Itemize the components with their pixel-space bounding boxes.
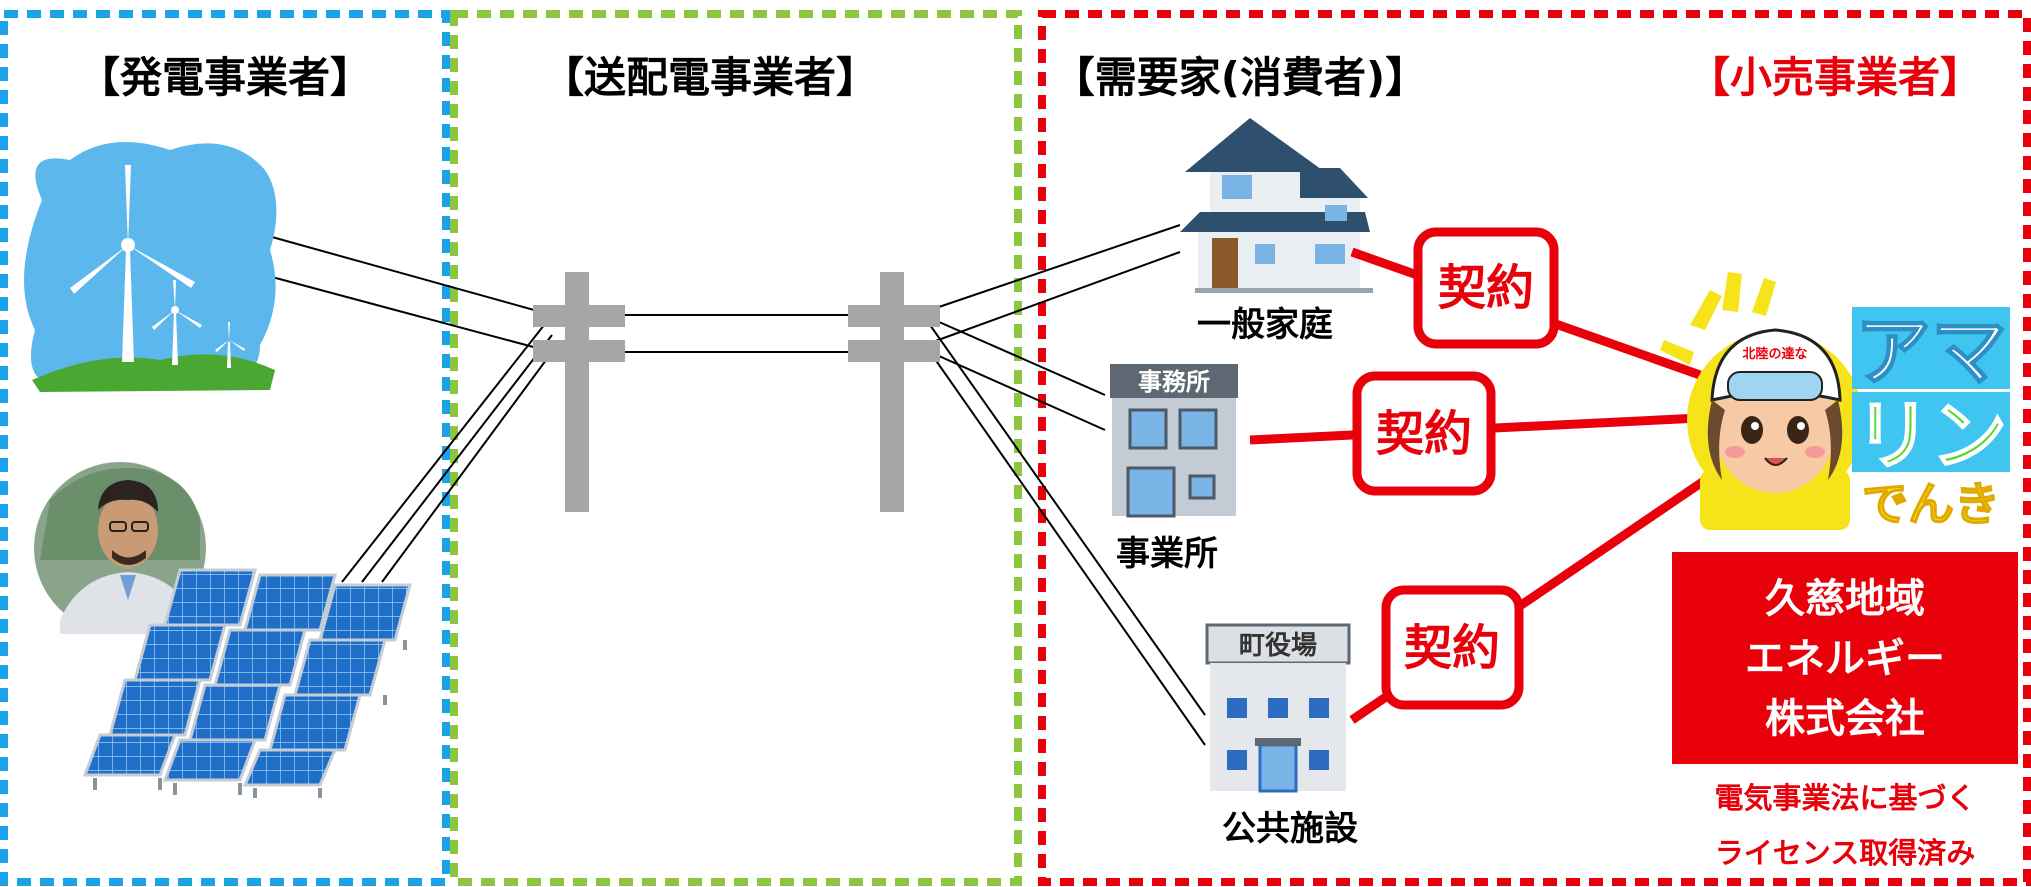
generator-person-photo xyxy=(34,462,206,634)
brand-line3: でんき xyxy=(1862,477,2000,531)
wire-wind-lower xyxy=(271,276,553,353)
retailer-company-line1: 久慈地域 xyxy=(1765,576,1925,622)
house-icon xyxy=(1180,118,1373,293)
mascot-hat-text: 北陸の達な xyxy=(1742,346,1807,362)
wire-home-lower xyxy=(929,251,1181,344)
wire-public-upper xyxy=(929,324,1206,716)
brand-line1: アマ xyxy=(1855,307,2007,396)
contract-text-office: 契約 xyxy=(1376,406,1472,462)
power-lines xyxy=(271,224,1206,746)
town-hall-icon: 町役場 xyxy=(1205,623,1351,793)
consumer-home-label: 一般家庭 xyxy=(1197,305,1333,345)
wire-office-upper xyxy=(929,317,1106,396)
retailer-company-line3: 株式会社 xyxy=(1765,696,1925,742)
wire-solar-1 xyxy=(341,314,553,583)
transmission-title: 【送配電事業者】 xyxy=(542,53,878,102)
townhall-sign-text: 町役場 xyxy=(1239,631,1317,661)
brand-line2: リン xyxy=(1855,391,2007,480)
office-sign-text: 事務所 xyxy=(1138,368,1210,396)
generator-title: 【発電事業者】 xyxy=(78,53,372,102)
wind-turbine-icon xyxy=(24,142,277,392)
consumer-office-label: 事業所 xyxy=(1116,534,1218,574)
generator-section-border xyxy=(0,10,450,886)
transmission-section-border xyxy=(450,10,1022,886)
contract-label-public: 契約 xyxy=(1381,585,1524,710)
wire-home-upper xyxy=(929,224,1181,311)
contract-label-office: 契約 xyxy=(1352,371,1496,496)
retailer-box xyxy=(1672,552,2018,764)
retailer-note-line2: ライセンス取得済み xyxy=(1715,836,1975,870)
mascot-icon: 北陸の達な xyxy=(1660,272,1863,530)
utility-pole-icon xyxy=(848,272,940,512)
utility-pole-icon xyxy=(533,272,625,512)
consumer-title: 【需要家(消費者)】 xyxy=(1053,53,1427,102)
contract-text-home: 契約 xyxy=(1438,260,1534,316)
contract-label-home: 契約 xyxy=(1413,227,1559,349)
solar-panel-icon xyxy=(82,568,412,798)
wire-solar-2 xyxy=(361,334,553,583)
wire-public-lower xyxy=(929,351,1206,746)
retailer-company-line2: エネルギー xyxy=(1745,636,1945,682)
contract-text-public: 契約 xyxy=(1404,620,1500,676)
wire-wind-upper xyxy=(271,236,553,316)
retailer-note-line1: 電気事業法に基づく xyxy=(1714,781,1975,815)
brand-logo: アマ リン でんき xyxy=(1852,306,2010,532)
consumer-public-label: 公共施設 xyxy=(1222,809,1358,849)
wire-solar-3 xyxy=(381,351,553,583)
retailer-title: 【小売事業者】 xyxy=(1688,53,1982,102)
consumer-section-border xyxy=(1038,10,2031,886)
office-building-icon: 事務所 xyxy=(1110,364,1238,518)
